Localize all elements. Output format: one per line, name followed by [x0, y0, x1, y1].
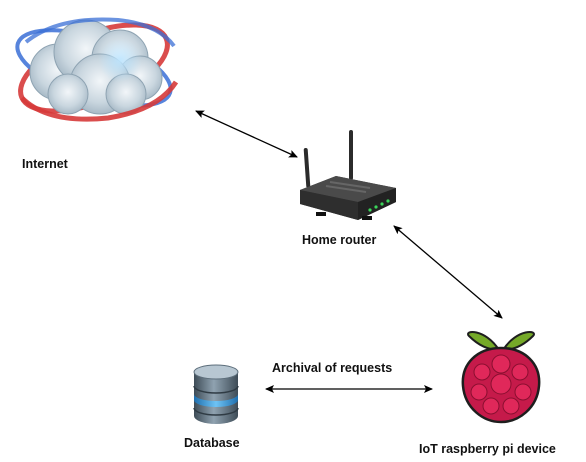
- cloud-internet-icon: [15, 17, 179, 122]
- pi-label: IoT raspberry pi device: [419, 442, 556, 456]
- internet-label: Internet: [22, 157, 68, 171]
- router-node: [296, 128, 400, 224]
- router-label: Home router: [302, 233, 377, 247]
- raspberry-pi-icon: [461, 330, 541, 424]
- wifi-router-icon: [300, 130, 396, 220]
- pi-node: [455, 324, 547, 424]
- database-icon: [193, 364, 239, 424]
- edge-label-archival: Archival of requests: [272, 361, 393, 375]
- database-node: [188, 364, 244, 426]
- internet-node: [8, 6, 180, 128]
- edge-router-pi: [393, 225, 503, 319]
- edge-internet-router: [195, 110, 298, 158]
- database-label: Database: [184, 436, 240, 450]
